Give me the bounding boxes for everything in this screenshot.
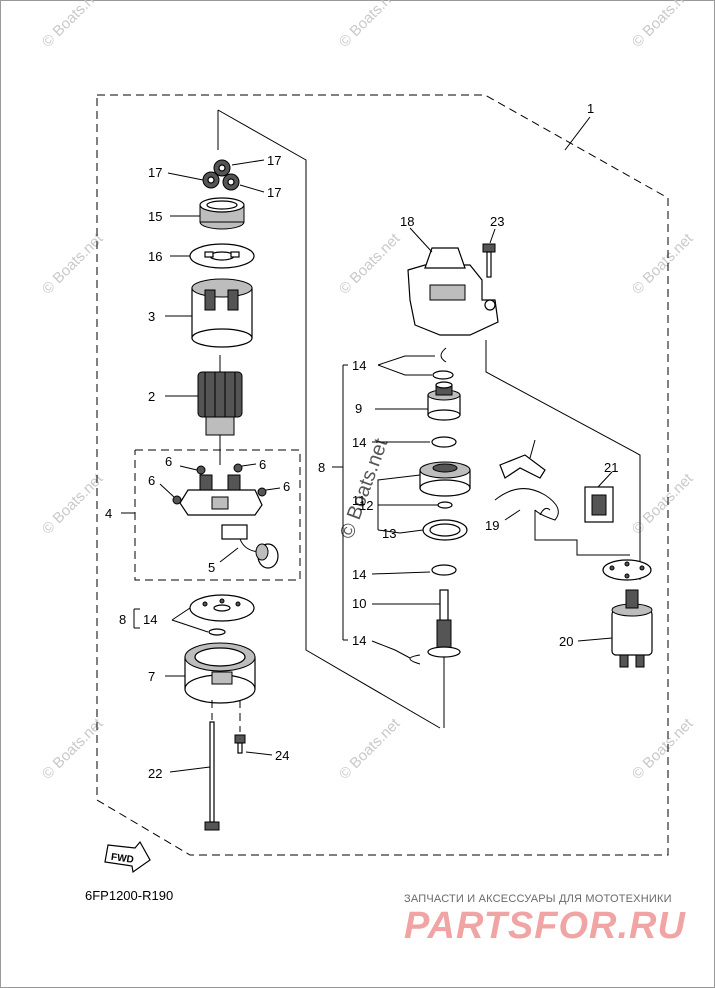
fwd-label: FWD bbox=[110, 852, 134, 866]
watermark: © Boats.net bbox=[629, 715, 697, 783]
callout-15: 15 bbox=[148, 209, 162, 224]
watermark: © Boats.net bbox=[336, 230, 404, 298]
callout-8b: 8 bbox=[318, 460, 325, 475]
callout-17c: 17 bbox=[267, 185, 281, 200]
footer-tagline: ЗАПЧАСТИ И АКСЕССУАРЫ ДЛЯ МОТОТЕХНИКИ bbox=[404, 893, 672, 905]
thrust-washer-left bbox=[189, 594, 255, 636]
callout-23: 23 bbox=[490, 214, 504, 229]
callout-1: 1 bbox=[587, 101, 594, 116]
callout-9: 9 bbox=[355, 401, 362, 416]
callout-24: 24 bbox=[275, 748, 289, 763]
washer bbox=[431, 436, 457, 448]
callout-14e: 14 bbox=[352, 633, 366, 648]
starter-solenoid bbox=[611, 589, 653, 668]
callout-19: 19 bbox=[485, 518, 499, 533]
callout-17a: 17 bbox=[267, 153, 281, 168]
callout-12: 12 bbox=[359, 498, 373, 513]
callout-14c: 14 bbox=[352, 435, 366, 450]
callout-17b: 17 bbox=[148, 165, 162, 180]
watermark: © Boats.net bbox=[629, 0, 697, 51]
callout-6a: 6 bbox=[165, 454, 172, 469]
watermark: © Boats.net bbox=[629, 230, 697, 298]
shift-lever bbox=[499, 439, 546, 479]
watermark: © Boats.net bbox=[629, 470, 697, 538]
brush-holder bbox=[172, 463, 267, 516]
ring-gear bbox=[199, 197, 245, 230]
callout-4: 4 bbox=[105, 506, 112, 521]
washer bbox=[431, 564, 457, 576]
watermark: © Boats.net bbox=[336, 715, 404, 783]
callout-20: 20 bbox=[559, 634, 573, 649]
armature bbox=[197, 355, 243, 465]
through-bolt bbox=[204, 721, 220, 831]
snap-ring-bottom bbox=[409, 654, 421, 665]
callout-18: 18 bbox=[400, 214, 414, 229]
drive-shaft bbox=[427, 589, 461, 670]
callout-3: 3 bbox=[148, 309, 155, 324]
solenoid-gasket bbox=[602, 559, 652, 581]
callout-2: 2 bbox=[148, 389, 155, 404]
gear-plate bbox=[189, 243, 255, 269]
housing-bolt bbox=[482, 243, 496, 278]
brush-lead bbox=[221, 524, 279, 569]
clutch-gear bbox=[419, 461, 471, 497]
watermark: © Boats.net bbox=[39, 0, 107, 51]
assembly-border bbox=[96, 94, 669, 856]
planet-gears bbox=[202, 159, 240, 191]
callout-6d: 6 bbox=[283, 479, 290, 494]
callout-22: 22 bbox=[148, 766, 162, 781]
short-bolt bbox=[234, 734, 246, 754]
callout-11: 11 bbox=[352, 493, 366, 508]
watermarks: © Boats.net © Boats.net © Boats.net © Bo… bbox=[39, 0, 697, 783]
drive-housing bbox=[407, 247, 499, 336]
callout-13: 13 bbox=[382, 526, 396, 541]
callout-5: 5 bbox=[208, 560, 215, 575]
callout-6b: 6 bbox=[259, 457, 266, 472]
callout-6c: 6 bbox=[148, 473, 155, 488]
callout-14b: 14 bbox=[352, 358, 366, 373]
callout-7: 7 bbox=[148, 669, 155, 684]
footer-brand-logo: PARTSFOR.RU bbox=[404, 905, 686, 947]
yoke bbox=[191, 278, 253, 348]
pinion-gear bbox=[427, 381, 461, 421]
plunger-holder bbox=[584, 486, 614, 523]
callout-10: 10 bbox=[352, 596, 366, 611]
callout-16: 16 bbox=[148, 249, 162, 264]
callout-21: 21 bbox=[604, 460, 618, 475]
snap-ring-top bbox=[432, 347, 454, 380]
callout-8a: 8 bbox=[119, 612, 126, 627]
gasket bbox=[422, 519, 468, 541]
lever-spring bbox=[494, 488, 559, 521]
small-ring bbox=[437, 501, 453, 509]
watermark: © Boats.net bbox=[336, 0, 404, 51]
end-frame bbox=[184, 642, 256, 704]
callout-14a: 14 bbox=[143, 612, 157, 627]
callout-14d: 14 bbox=[352, 567, 366, 582]
diagram-code: 6FP1200-R190 bbox=[85, 888, 174, 903]
fwd-direction-arrow: FWD bbox=[104, 840, 151, 874]
